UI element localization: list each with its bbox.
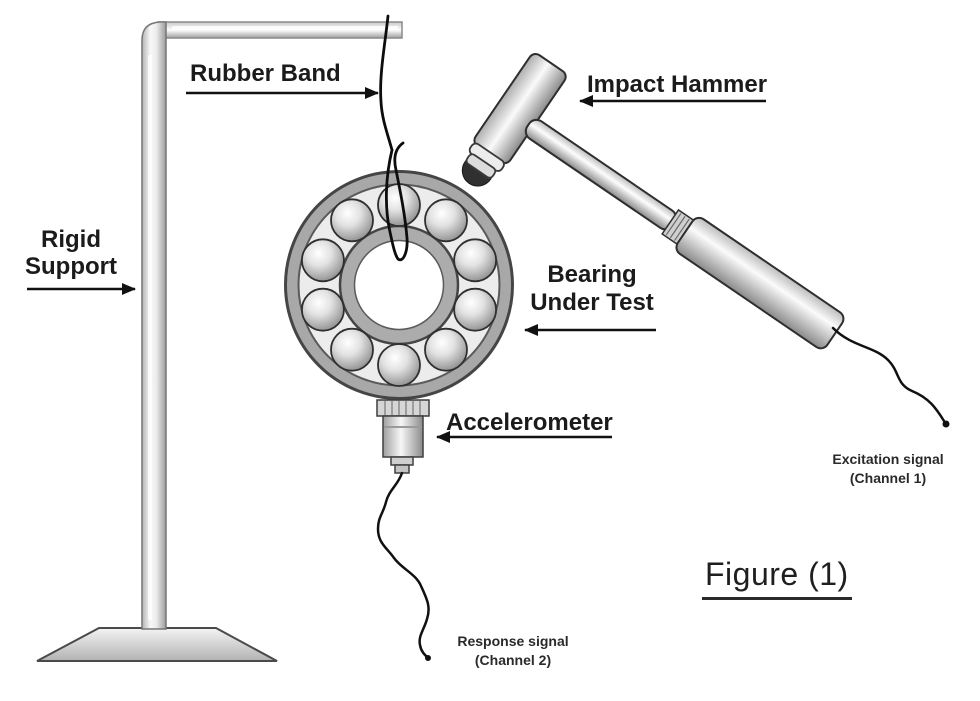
accelerometer-nut-ridges	[384, 401, 421, 415]
ball	[453, 287, 498, 332]
support-base	[36, 627, 278, 662]
bearing-bore	[353, 239, 445, 331]
rubber-band-loop	[384, 141, 409, 262]
ball	[377, 343, 421, 387]
response-cable-end	[425, 655, 431, 661]
accelerometer	[376, 399, 430, 474]
excitation-signal-label: Excitation signal (Channel 1)	[832, 451, 944, 486]
annotation-arrows	[27, 87, 766, 443]
accelerometer-label: Accelerometer	[446, 409, 613, 436]
accelerometer-connector	[390, 456, 414, 466]
figure-caption: Figure (1)	[702, 556, 852, 600]
hammer-tip-collar-lower	[465, 153, 497, 179]
rigid-support	[36, 21, 403, 662]
impact-hammer-label: Impact Hammer	[587, 71, 768, 98]
response-signal-label: Response signal (Channel 2)	[457, 633, 569, 668]
bearing-balls	[300, 183, 498, 387]
rubber-band-label: Rubber Band	[190, 60, 341, 87]
response-cable	[376, 471, 431, 661]
rigid-support-label: Rigid Support	[25, 226, 117, 280]
ball	[330, 327, 374, 372]
excitation-cable-end	[942, 420, 950, 428]
ball	[424, 327, 468, 372]
rubber-band-upper	[379, 14, 394, 152]
rubber-band-string	[379, 14, 409, 262]
ball	[300, 287, 345, 332]
excitation-cable	[831, 326, 950, 428]
support-pole	[141, 21, 167, 630]
impact-hammer	[461, 53, 845, 350]
hammer-neck	[524, 118, 678, 231]
ball	[453, 238, 498, 283]
bearing	[284, 170, 514, 400]
ball	[424, 198, 468, 243]
accelerometer-body	[382, 415, 424, 458]
ball	[330, 198, 374, 243]
bearing-under-test-label: Bearing Under Test	[530, 261, 654, 316]
ball	[300, 238, 345, 283]
hammer-transition-ridges	[665, 213, 690, 241]
hammer-grip	[675, 216, 845, 350]
